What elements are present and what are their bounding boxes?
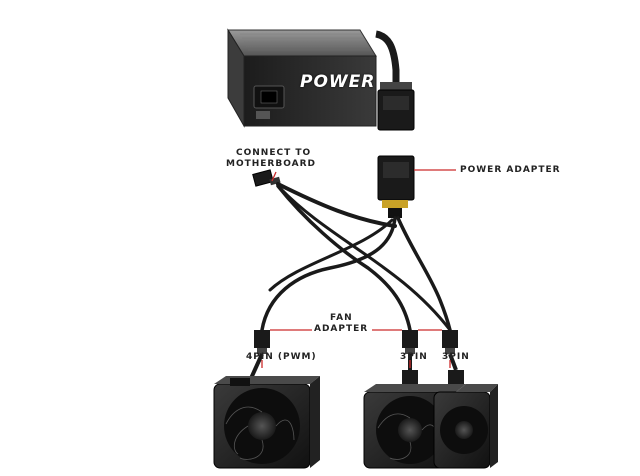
psu-grille (240, 33, 371, 51)
power-supply-unit (227, 28, 377, 128)
psu-power-socket (253, 85, 285, 119)
label-3pin-a: 3PIN (400, 352, 428, 362)
label-4pin-pwm: 4PIN (PWM) (246, 352, 317, 362)
label-3pin-b: 3PIN (442, 352, 470, 362)
psu-molex-connector (377, 82, 415, 131)
label-motherboard: MOTHERBOARD (226, 159, 316, 169)
callout-lines (261, 169, 456, 368)
cable-bundle (260, 182, 452, 332)
fan-right (433, 384, 498, 469)
fan-left (213, 376, 320, 469)
label-connect-to: CONNECT TO (236, 148, 312, 158)
label-fan: FAN (330, 313, 353, 323)
label-power-adapter: POWER ADAPTER (460, 165, 561, 175)
psu-brand-text: POWER (300, 72, 376, 92)
power-adapter-connector (377, 155, 415, 218)
psu-output-cable (375, 30, 400, 84)
label-adapter: ADAPTER (314, 324, 369, 334)
fan-middle (363, 384, 466, 469)
fan-connector-3pin-b (442, 330, 464, 384)
